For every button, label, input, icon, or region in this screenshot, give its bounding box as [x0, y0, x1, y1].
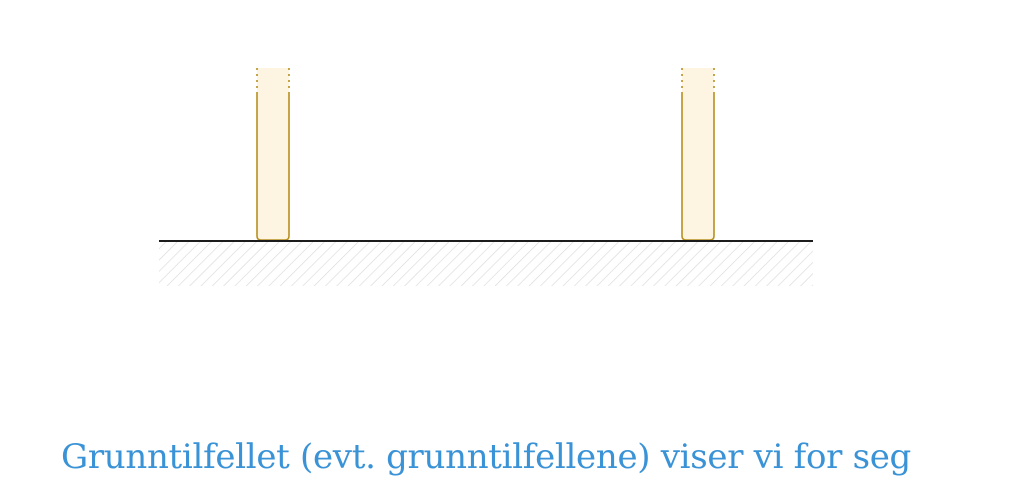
domino-first-top-fill	[257, 68, 289, 92]
domino-first-body	[256, 92, 290, 241]
ground-hatch	[159, 242, 813, 286]
diagram-caption: Grunntilfellet (evt. grunntilfellene) vi…	[60, 437, 912, 477]
domino-second	[681, 68, 715, 241]
domino-second-body	[681, 92, 715, 241]
domino-second-top-fill	[682, 68, 714, 92]
domino-first	[256, 68, 290, 241]
